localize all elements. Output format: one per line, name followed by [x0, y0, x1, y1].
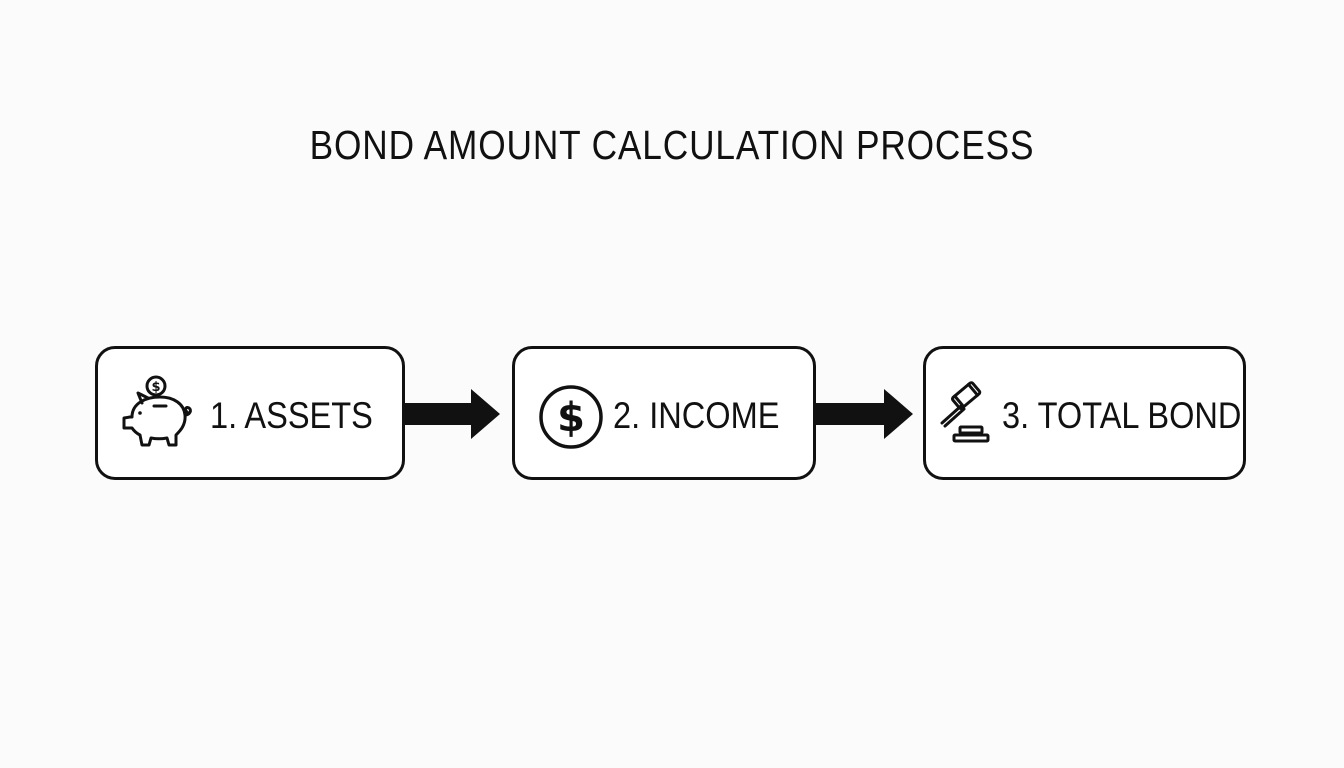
step-assets: $ 1. ASSETS	[95, 346, 405, 480]
step-label: 2. INCOME	[613, 395, 780, 436]
piggy-bank-icon: $	[122, 375, 192, 447]
dollar-coin-icon: $	[539, 385, 603, 449]
arrow-right-icon	[405, 389, 500, 439]
step-label: 3. TOTAL BOND	[1002, 395, 1242, 436]
step-income: $ 2. INCOME	[512, 346, 816, 480]
diagram-title: BOND AMOUNT CALCULATION PROCESS	[309, 122, 1035, 168]
step-total-bond: 3. TOTAL BOND	[923, 346, 1246, 480]
arrow-right-icon	[816, 389, 913, 439]
svg-text:$: $	[151, 380, 160, 395]
step-label: 1. ASSETS	[210, 395, 373, 436]
svg-text:$: $	[557, 395, 585, 441]
gavel-icon	[940, 381, 990, 443]
